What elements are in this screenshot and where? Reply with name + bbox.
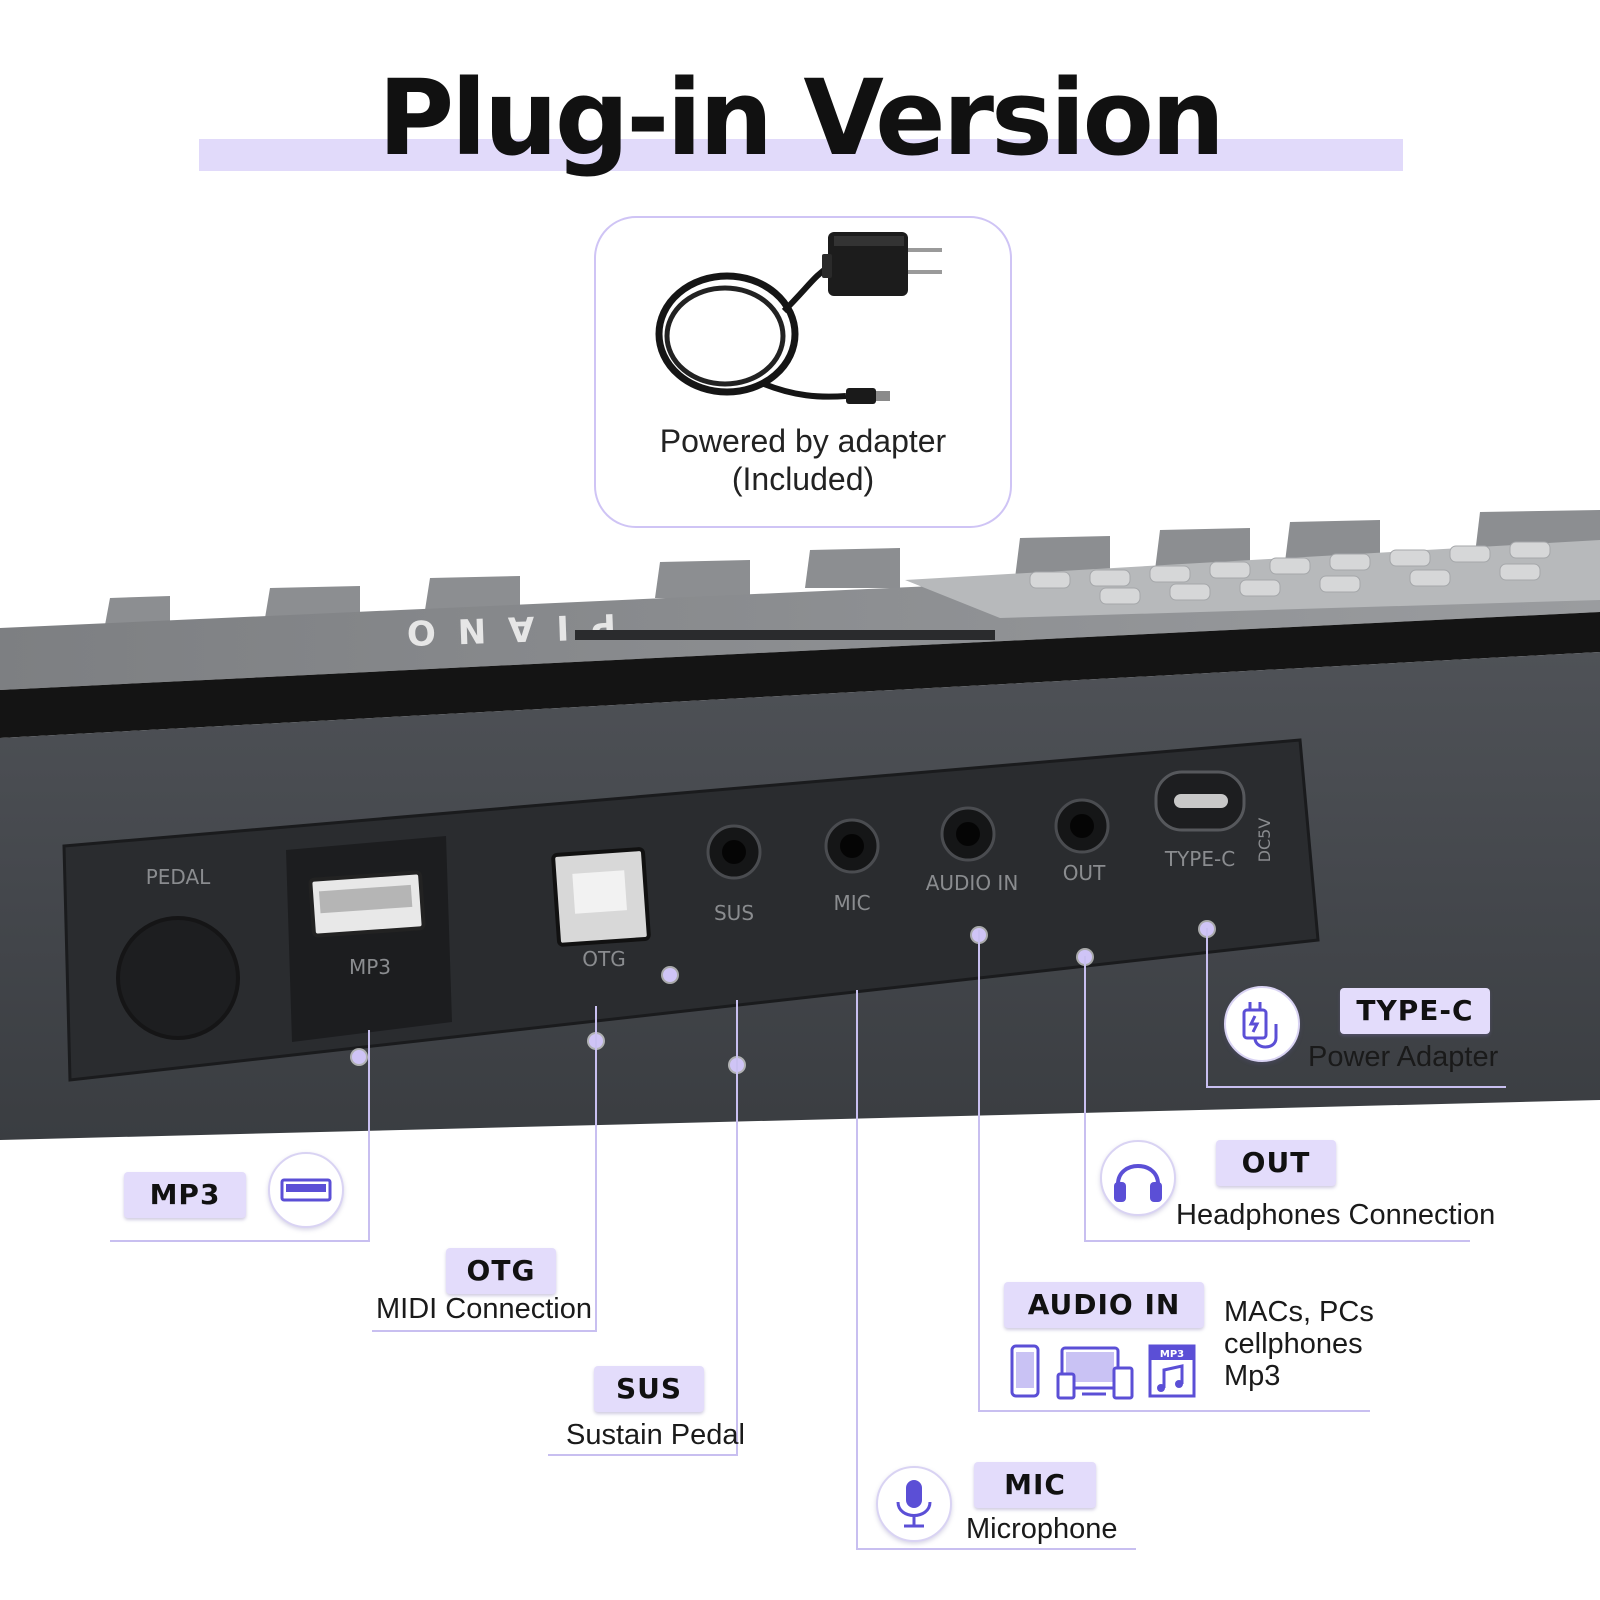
sus-label: SUS [594,1366,704,1412]
adapter-card [594,216,1012,528]
sus-desc: Sustain Pedal [566,1419,745,1451]
callout-line-sus [736,1000,738,1454]
brand-text: PIANO [384,605,617,653]
callout-line-otg-h [372,1330,597,1332]
audio-in-desc-line3: Mp3 [1224,1360,1281,1392]
usb-icon-circle [268,1152,344,1228]
port-label-type-c: TYPE-C [1164,847,1235,871]
adapter-caption-line1: Powered by adapter [659,423,947,459]
port-label-mp3: MP3 [349,955,391,979]
audio-in-desc: MACs, PCs cellphones Mp3 [1224,1296,1374,1392]
audio-in-desc-line1: MACs, PCs [1224,1296,1374,1328]
callout-line-mp3-h [110,1240,370,1242]
callout-line-mic [856,990,858,1548]
headphones-icon [1114,1164,1162,1202]
piano-keys [105,510,1600,625]
power-plug-icon-circle [1224,986,1300,1062]
port-label-mic: MIC [833,891,870,915]
control-buttons [1029,541,1551,605]
keyboard-photo: PIANO PEDAL MP3 OTG SUS MIC AUDIO IN OUT… [0,510,1600,1140]
page-title: Plug-in Version [377,57,1225,179]
port-label-audio-in: AUDIO IN [926,871,1019,895]
audio-in-desc-line2: cellphones [1224,1328,1363,1360]
out-label: OUT [1216,1140,1336,1186]
type-c-label: TYPE-C [1340,988,1490,1034]
power-plug-icon [1242,1002,1278,1049]
devices-icon [1056,1346,1134,1400]
usb-icon [280,1178,332,1202]
power-adapter-icon [655,232,942,404]
microphone-icon-circle [876,1466,952,1542]
callout-line-type-c [1206,928,1208,1086]
callout-line-out-h [1084,1240,1470,1242]
mic-label: MIC [974,1462,1096,1508]
callout-dot-middle [663,968,677,982]
callout-line-mp3 [368,1030,370,1240]
callout-dot-mp3 [352,1050,366,1064]
mp3-file-icon: MP3 [1148,1344,1196,1398]
callout-line-out [1084,956,1086,1240]
mic-desc: Microphone [966,1513,1118,1545]
microphone-icon [896,1480,932,1528]
phone-icon [1010,1344,1040,1398]
port-label-pedal: PEDAL [146,865,211,889]
audio-in-label: AUDIO IN [1004,1282,1204,1328]
callout-line-type-c-h [1206,1086,1506,1088]
port-label-dc: DC5V [1255,818,1274,863]
otg-label: OTG [446,1248,556,1294]
otg-desc: MIDI Connection [376,1293,592,1325]
port-label-sus: SUS [714,901,754,925]
headphones-icon-circle [1100,1140,1176,1216]
callout-line-mic-h [856,1548,1136,1550]
audio-sources-icons: MP3 [1010,1344,1196,1400]
callout-line-otg [595,1006,597,1330]
callout-line-sus-h [548,1454,738,1456]
adapter-caption-line2: (Included) [731,461,875,497]
adapter-caption: Powered by adapter (Included) [594,422,1012,498]
mp3-label: MP3 [124,1172,246,1218]
out-desc: Headphones Connection [1176,1199,1496,1231]
title-underline-bar [199,139,1403,171]
callout-line-audio-in [978,930,980,1410]
port-label-otg: OTG [582,947,625,971]
mp3-file-tag: MP3 [1160,1349,1184,1360]
type-c-desc: Power Adapter [1308,1041,1499,1073]
callout-line-audio-in-h [978,1410,1370,1412]
port-label-out: OUT [1063,861,1106,885]
